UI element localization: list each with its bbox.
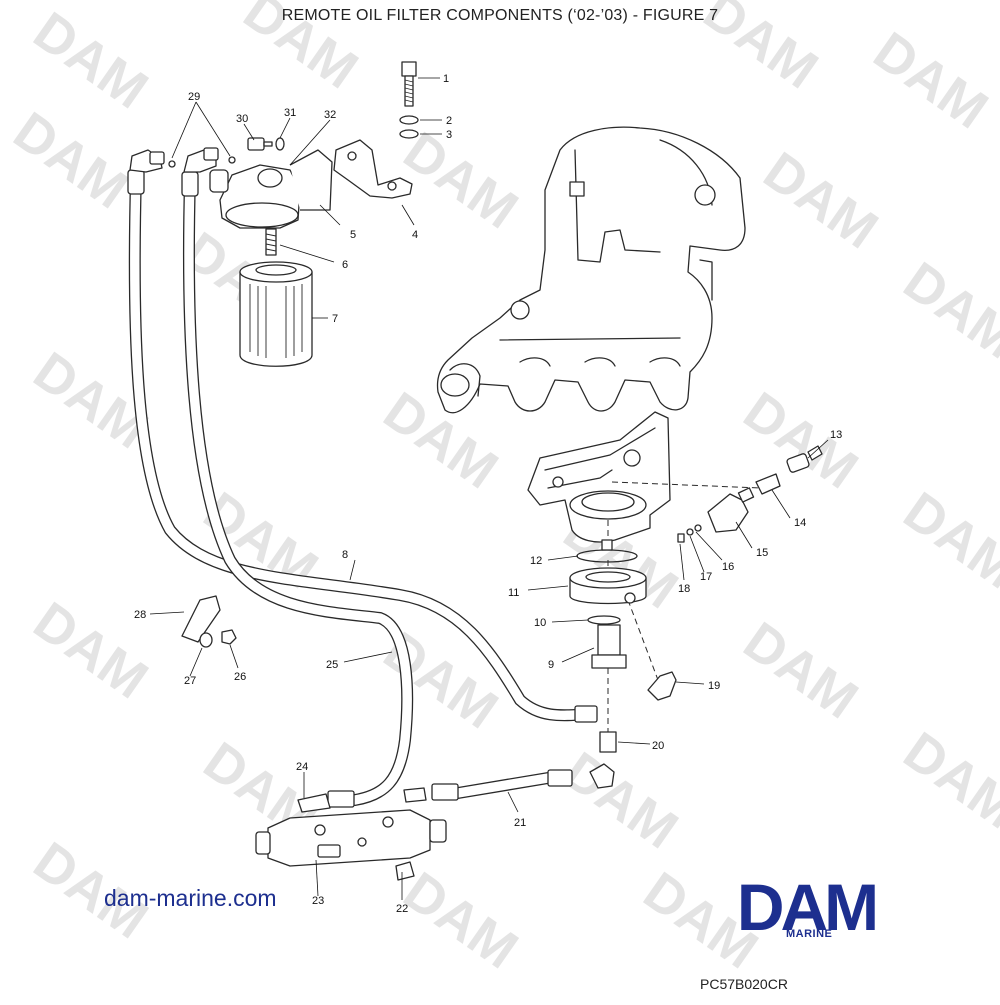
connector-fitting — [599, 731, 617, 753]
callout-number: 3 — [446, 129, 452, 141]
callout-number: 29 — [188, 91, 200, 103]
o-ring — [228, 156, 236, 164]
washer — [275, 137, 285, 151]
watermark: DAM — [733, 381, 868, 501]
threaded-stud — [265, 228, 277, 256]
nut — [221, 629, 237, 645]
hoses — [128, 169, 596, 806]
logo-subtext: MARINE — [786, 928, 833, 940]
callout-number: 18 — [678, 583, 690, 595]
alignment-line — [611, 481, 761, 489]
page-title: REMOTE OIL FILTER COMPONENTS (‘02-’03) -… — [281, 7, 719, 24]
leader-lines — [149, 77, 829, 900]
hose-fitting — [297, 793, 331, 813]
watermark: DAM — [753, 141, 888, 261]
watermark: DAM — [893, 251, 1000, 371]
bolt — [247, 137, 265, 151]
elbow-fitting — [589, 763, 615, 789]
drawing-code: PC57B020CR — [700, 976, 788, 992]
watermark: DAM — [393, 861, 528, 981]
callout-number: 4 — [412, 229, 418, 241]
filter-head — [209, 149, 333, 229]
watermark: DAM — [863, 21, 998, 141]
hose-clamp — [181, 595, 221, 643]
o-ring — [587, 615, 621, 625]
callout-number: 22 — [396, 903, 408, 915]
callout-number: 24 — [296, 761, 308, 773]
watermark: DAM — [553, 741, 688, 861]
watermark: DAM — [3, 101, 138, 221]
callout-numbers: 1 2 3 4 5 6 7 8 9 10 11 12 13 14 15 16 1… — [134, 73, 842, 915]
callout-number: 12 — [530, 555, 542, 567]
website-link[interactable]: dam-marine.com — [104, 885, 277, 911]
watermark: DAM — [393, 121, 528, 241]
washer — [199, 632, 213, 648]
callout-number: 30 — [236, 113, 248, 125]
watermark: DAM — [893, 481, 1000, 601]
hose-fittings — [127, 147, 598, 808]
filter-adapter — [569, 567, 647, 605]
alignment-line — [627, 599, 659, 681]
logo-text: DAM — [737, 872, 875, 944]
callout-number: 2 — [446, 115, 452, 127]
brand-logo: DAM — [737, 872, 879, 944]
callout-number: 20 — [652, 740, 664, 752]
callout-number: 10 — [534, 617, 546, 629]
callout-number: 28 — [134, 609, 146, 621]
callout-number: 25 — [326, 659, 338, 671]
sender-fittings — [677, 445, 823, 543]
callout-number: 15 — [756, 547, 768, 559]
filter-adapter-mount — [527, 411, 671, 543]
hollow-bolt — [591, 624, 627, 669]
callout-number: 32 — [324, 109, 336, 121]
watermark: DAM — [733, 611, 868, 731]
callout-number: 26 — [234, 671, 246, 683]
oil-filter — [239, 261, 313, 367]
callout-number: 1 — [443, 73, 449, 85]
callout-number: 7 — [332, 313, 338, 325]
exhaust-manifold — [436, 126, 746, 414]
watermark: DAM — [893, 721, 1000, 841]
elbow-fitting — [647, 671, 677, 701]
callout-number: 31 — [284, 107, 296, 119]
callout-number: 17 — [700, 571, 712, 583]
callout-number: 5 — [350, 229, 356, 241]
callout-number: 6 — [342, 259, 348, 271]
callout-number: 11 — [508, 587, 519, 599]
callout-number: 9 — [548, 659, 554, 671]
callout-number: 23 — [312, 895, 324, 907]
callout-number: 27 — [184, 675, 196, 687]
callout-number: 14 — [794, 517, 806, 529]
callout-number: 16 — [722, 561, 734, 573]
callout-number: 8 — [342, 549, 348, 561]
callout-number: 21 — [514, 817, 526, 829]
adapter-block — [255, 787, 447, 881]
o-ring — [168, 160, 176, 168]
callout-number: 19 — [708, 680, 720, 692]
bolt-washer-set — [399, 61, 419, 139]
callout-number: 13 — [830, 429, 842, 441]
